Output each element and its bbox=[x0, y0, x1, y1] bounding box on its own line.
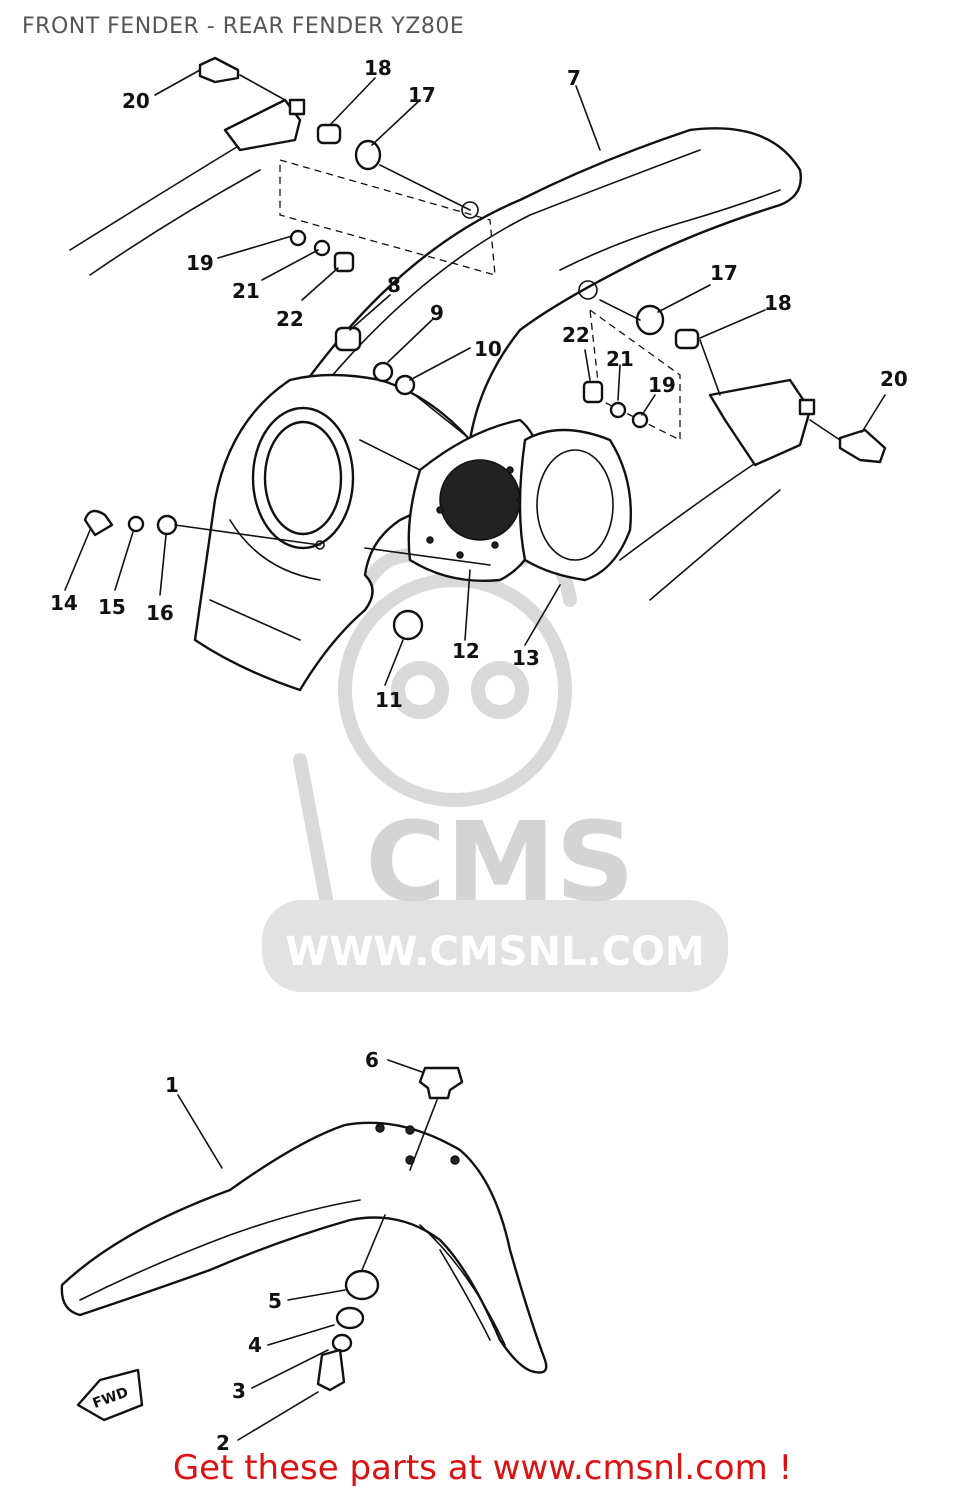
callout-17-left: 17 bbox=[408, 83, 436, 107]
collar-icon bbox=[316, 123, 342, 145]
footer-link-text[interactable]: Get these parts at www.cmsnl.com ! bbox=[172, 1448, 793, 1488]
front-fender bbox=[60, 1121, 548, 1374]
right-bracket bbox=[708, 378, 816, 467]
collar-icon bbox=[674, 328, 700, 350]
damper-icon bbox=[354, 139, 382, 171]
washer-icon bbox=[313, 239, 331, 257]
callout-13: 13 bbox=[512, 646, 540, 670]
rear-fender bbox=[298, 127, 802, 442]
bolt-icon bbox=[334, 326, 362, 352]
callout-18-right: 18 bbox=[764, 291, 792, 315]
frame-rail-left-2 bbox=[89, 169, 261, 276]
gasket bbox=[518, 428, 632, 582]
frame-rail-right bbox=[619, 459, 761, 561]
callout-15: 15 bbox=[98, 595, 126, 619]
air-filter-element bbox=[407, 418, 547, 582]
callout-4: 4 bbox=[248, 1333, 262, 1357]
damper-icon bbox=[635, 304, 665, 336]
callout-16: 16 bbox=[146, 601, 174, 625]
callout-14: 14 bbox=[50, 591, 78, 615]
fwd-arrow-icon: FWD bbox=[76, 1368, 144, 1422]
front-hardware bbox=[316, 1066, 464, 1392]
callout-19-left: 19 bbox=[186, 251, 214, 275]
callout-12: 12 bbox=[452, 639, 480, 663]
callout-18-left: 18 bbox=[364, 56, 392, 80]
callout-1: 1 bbox=[165, 1073, 179, 1097]
callout-6: 6 bbox=[365, 1048, 379, 1072]
washer-icon bbox=[156, 514, 178, 536]
mount-plate-outline bbox=[279, 159, 496, 276]
washer-icon bbox=[289, 229, 307, 247]
callout-17-right: 17 bbox=[710, 261, 738, 285]
grommet-icon bbox=[392, 609, 424, 641]
bolt-icon bbox=[198, 56, 240, 84]
washer-icon bbox=[609, 401, 627, 419]
frame-rail-right-2 bbox=[649, 489, 781, 601]
washer-icon bbox=[127, 515, 145, 533]
callout-11: 11 bbox=[375, 688, 403, 712]
page-title: FRONT FENDER - REAR FENDER YZ80E bbox=[22, 14, 465, 39]
callout-8: 8 bbox=[387, 273, 401, 297]
bolt-icon bbox=[418, 1066, 464, 1100]
callout-10: 10 bbox=[474, 337, 502, 361]
mount-plate-outline-right bbox=[589, 308, 681, 442]
callout-9: 9 bbox=[430, 301, 444, 325]
callout-3: 3 bbox=[232, 1379, 246, 1403]
watermark-url-band bbox=[262, 900, 728, 992]
air-box-cover bbox=[193, 373, 482, 692]
leader-lines bbox=[64, 69, 886, 1441]
watermark-url: WWW.CMSNL.COM bbox=[285, 929, 705, 975]
washer-icon bbox=[631, 411, 649, 429]
callout-5: 5 bbox=[268, 1289, 282, 1313]
callout-21-right: 21 bbox=[606, 347, 634, 371]
nut-icon bbox=[333, 251, 355, 273]
callout-labels: 20 18 17 7 19 21 22 8 9 10 17 18 20 22 2… bbox=[50, 56, 908, 1455]
frame-rail-left bbox=[69, 144, 241, 251]
bolt-icon bbox=[316, 1348, 346, 1392]
washer-icon bbox=[331, 1333, 353, 1353]
callout-22-right: 22 bbox=[562, 323, 590, 347]
damper-icon bbox=[344, 1269, 380, 1301]
nut-icon bbox=[582, 380, 604, 404]
callout-2: 2 bbox=[216, 1431, 230, 1455]
bolt-icon bbox=[838, 428, 887, 464]
washer-icon bbox=[372, 361, 394, 383]
callout-20-right: 20 bbox=[880, 367, 908, 391]
screw-icon bbox=[83, 509, 114, 537]
left-bracket bbox=[223, 98, 306, 152]
callout-22-left: 22 bbox=[276, 307, 304, 331]
callout-7: 7 bbox=[567, 66, 581, 90]
callout-21-left: 21 bbox=[232, 279, 260, 303]
washer-icon bbox=[335, 1306, 365, 1330]
callout-20-left: 20 bbox=[122, 89, 150, 113]
watermark-brand: CMS bbox=[365, 798, 634, 926]
callout-19-right: 19 bbox=[648, 373, 676, 397]
